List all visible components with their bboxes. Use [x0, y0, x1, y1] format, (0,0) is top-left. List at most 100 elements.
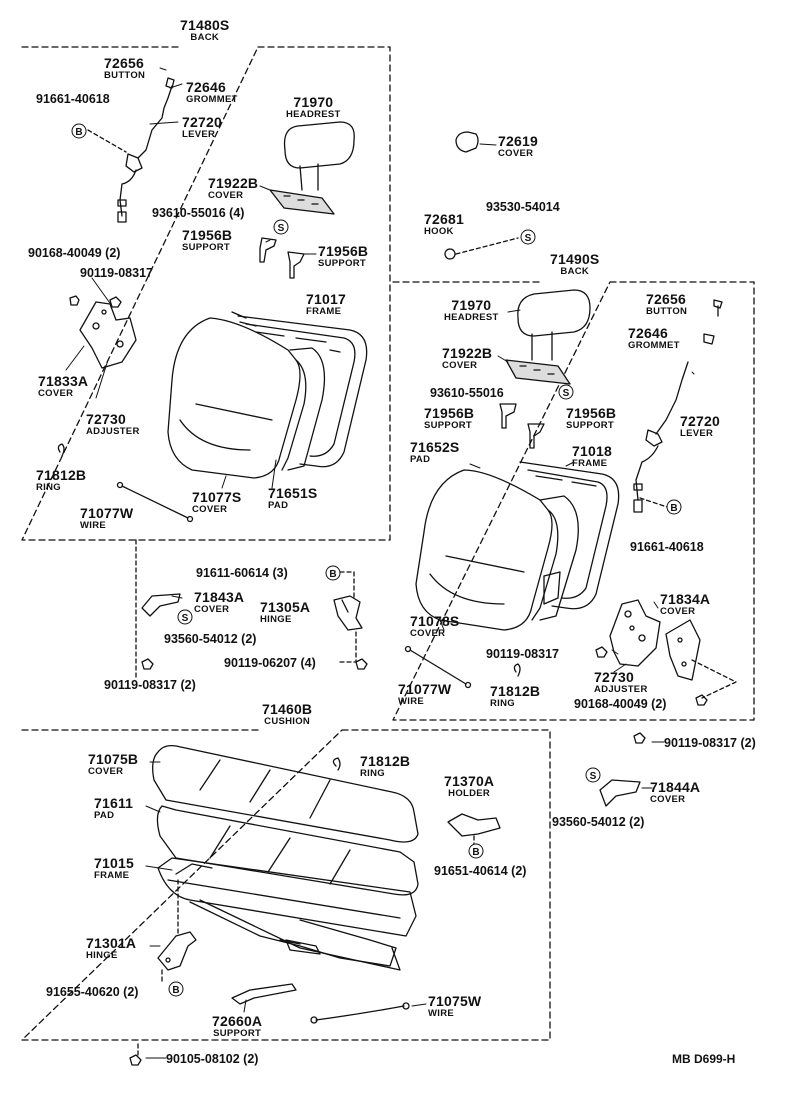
part-number: 71956B: [424, 405, 475, 421]
hinge-bracket-right: [609, 599, 661, 667]
cover-71844a: [599, 779, 641, 807]
part-name: LEVER: [182, 129, 216, 140]
part-label-71370a: 71370A HOLDER: [444, 774, 494, 799]
ref-b-91655: B: [168, 981, 184, 997]
part-label-93560-right: 93560-54012 (2): [552, 815, 645, 829]
part-label-72720-right: 72720 LEVER: [680, 414, 720, 439]
part-name: WIRE: [80, 520, 107, 531]
part-number: 71305A: [260, 599, 311, 615]
part-name: SUPPORT: [182, 242, 231, 253]
part-label-71812b-right: 71812B RING: [490, 684, 540, 709]
group-box-cushion: [21, 729, 551, 1041]
headrest-cover-right: [505, 359, 571, 385]
part-name: BUTTON: [104, 70, 146, 81]
part-label-90119-06207: 90119-06207 (4): [224, 656, 316, 670]
part-label-91661-left: 91661-40618: [36, 92, 110, 106]
part-name: COVER: [88, 766, 124, 777]
part-label-71834a: 71834A COVER: [660, 592, 710, 617]
part-name: SUPPORT: [566, 420, 615, 431]
hinge-71305a: [333, 595, 363, 631]
part-label-71305a: 71305A HINGE: [260, 600, 310, 625]
part-number: 71970: [451, 297, 492, 313]
part-label-72720-left: 72720 LEVER: [182, 115, 222, 140]
seatback-frame-right: [519, 461, 620, 610]
part-label-71956b-left-2: 71956B SUPPORT: [318, 244, 368, 269]
part-name: SUPPORT: [318, 258, 367, 269]
ring-right: [513, 663, 521, 677]
part-name: WIRE: [398, 696, 425, 707]
part-label-91655: 91655-40620 (2): [46, 985, 139, 999]
part-label-91661-right: 91661-40618: [630, 540, 704, 554]
part-number: 71611: [94, 795, 134, 811]
ref-s-93560-left: S: [177, 609, 193, 625]
part-name: COVER: [194, 604, 230, 615]
part-label-72656-left: 72656 BUTTON: [104, 56, 145, 81]
part-label-91611: 91611-60614 (3): [196, 566, 288, 580]
ring-cushion: [332, 757, 341, 771]
ref-b-91661-left: B: [71, 123, 87, 139]
part-label-71922b-left: 71922B COVER: [208, 176, 258, 201]
part-number: 71652S: [410, 439, 460, 455]
ref-b-text: B: [329, 569, 336, 580]
part-label-91651: 91651-40614 (2): [434, 864, 527, 878]
group-number: 71480S: [180, 17, 230, 33]
headrest-cover-left: [269, 189, 335, 215]
part-label-71956b-right-2: 71956B SUPPORT: [566, 406, 616, 431]
part-name: HOOK: [424, 226, 454, 237]
bolt-90168-right: [695, 694, 708, 706]
part-number: 71970: [293, 94, 334, 110]
ref-s-text: S: [278, 223, 285, 234]
part-label-90105: 90105-08102 (2): [166, 1052, 259, 1066]
ring-left: [57, 443, 65, 457]
ref-b-text: B: [472, 847, 479, 858]
part-label-93530: 93530-54014: [486, 200, 560, 214]
part-name: ADJUSTER: [594, 684, 648, 695]
part-name: BUTTON: [646, 306, 688, 317]
part-name: FRAME: [94, 870, 130, 881]
part-label-71833a: 71833A COVER: [38, 374, 88, 399]
ref-s-text: S: [590, 771, 597, 782]
part-name: HOLDER: [448, 788, 491, 799]
part-label-72730-right: 72730 ADJUSTER: [594, 670, 648, 695]
part-number: 71077W: [398, 681, 452, 697]
seat-cushion-pad: [156, 805, 419, 896]
diagram-code: MB D699-H: [672, 1052, 736, 1066]
group-label-back-right: 71490S BACK: [550, 252, 599, 277]
holder-71370a: [447, 813, 501, 837]
part-label-72619: 72619 COVER: [498, 134, 538, 159]
part-label-72681: 72681 HOOK: [424, 212, 464, 237]
part-name: RING: [36, 482, 61, 493]
part-name: COVER: [192, 504, 228, 515]
hook-72681: [444, 237, 519, 260]
part-number: 71956B: [318, 243, 369, 259]
part-number: 72730: [594, 669, 634, 685]
part-number: 71370A: [444, 773, 495, 789]
part-label-72656-right: 72656 BUTTON: [646, 292, 687, 317]
part-name: SUPPORT: [424, 420, 473, 431]
ref-s-93610-left: S: [273, 219, 289, 235]
part-name: ADJUSTER: [86, 426, 140, 437]
part-number: 71956B: [566, 405, 617, 421]
part-label-71956b-left-1: 71956B SUPPORT: [182, 228, 232, 253]
part-label-93610-right: 93610-55016: [430, 386, 504, 400]
part-number: 71018: [572, 443, 612, 459]
lever-left: [117, 77, 175, 223]
part-label-71922b-right: 71922B COVER: [442, 346, 492, 371]
part-label-71075w: 71075W WIRE: [428, 994, 481, 1019]
part-number: 71844A: [650, 779, 701, 795]
part-label-71652s: 71652S PAD: [410, 440, 459, 465]
part-number: 72730: [86, 411, 126, 427]
group-number: 71460B: [262, 701, 313, 717]
part-label-71970-right: 71970 HEADREST: [444, 298, 499, 323]
ref-b-91661-right: B: [666, 499, 682, 515]
part-label-71843a: 71843A COVER: [194, 590, 244, 615]
leader-91611: [339, 571, 355, 601]
wire-71075w: [310, 1002, 410, 1024]
part-number: 71077S: [192, 489, 242, 505]
bolt-90119-06207: [355, 658, 368, 670]
bolt-90105: [129, 1054, 142, 1066]
ref-b-text: B: [670, 503, 677, 514]
part-name: FRAME: [306, 306, 342, 317]
part-name: COVER: [442, 360, 478, 371]
